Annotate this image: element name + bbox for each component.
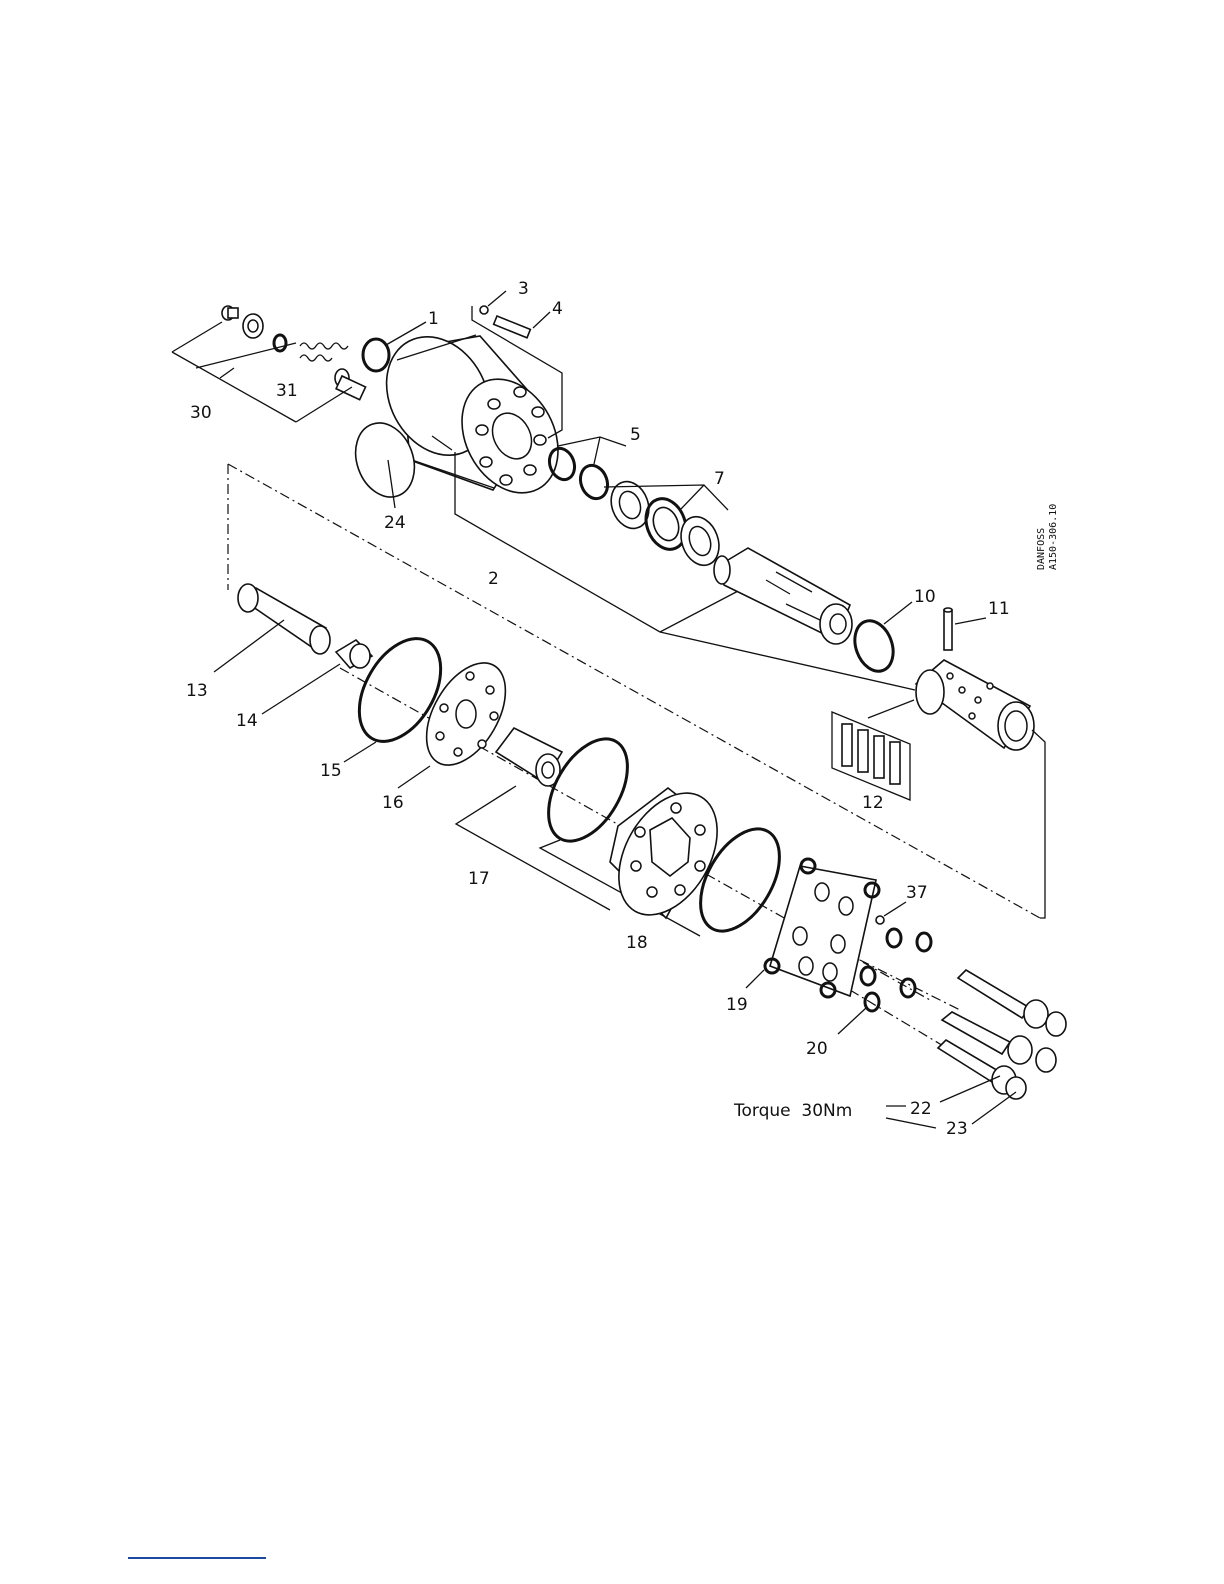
footer-rule [128,1557,266,1559]
callout-2: 2 [488,569,499,589]
part-13-cardan-shaft [214,584,330,672]
part-spool-shaft [714,548,852,644]
callout-37: 37 [906,883,928,903]
callout-5: 5 [630,425,641,445]
part-16-plate [398,650,522,788]
callout-11: 11 [988,599,1010,619]
callout-15: 15 [320,761,342,781]
torque-note: Torque 30Nm [733,1101,852,1121]
callout-24: 24 [384,513,406,533]
part-7-bearing [604,476,728,570]
callout-labels: 1 2 3 4 5 7 10 11 12 13 14 15 16 17 18 1… [186,279,1010,1139]
callout-30: 30 [190,403,212,423]
callout-7: 7 [714,469,725,489]
callout-13: 13 [186,681,208,701]
drawing-code-tag: A150-306.10 [1048,504,1059,570]
callout-16: 16 [382,793,404,813]
callout-18: 18 [626,933,648,953]
drawing-tag-group: DANFOSS A150-306.10 [1036,504,1059,570]
part-12-springs [832,700,914,800]
callout-22: 22 [910,1099,932,1119]
brand-tag: DANFOSS [1036,528,1047,570]
callout-17: 17 [468,869,490,889]
callout-31: 31 [276,381,298,401]
callout-10: 10 [914,587,936,607]
part-37-ball [876,902,906,924]
part-11-pin [944,608,986,650]
callout-23: 23 [946,1119,968,1139]
callout-3: 3 [518,279,529,299]
callout-14: 14 [236,711,258,731]
callout-19: 19 [726,995,748,1015]
part-sleeve [916,660,1045,918]
centerlines [228,464,1040,1050]
callout-12: 12 [862,793,884,813]
part-10-ring [848,602,912,677]
callout-1: 1 [428,309,439,329]
part-19-end-cover [746,859,879,997]
callout-20: 20 [806,1039,828,1059]
callout-4: 4 [552,299,563,319]
